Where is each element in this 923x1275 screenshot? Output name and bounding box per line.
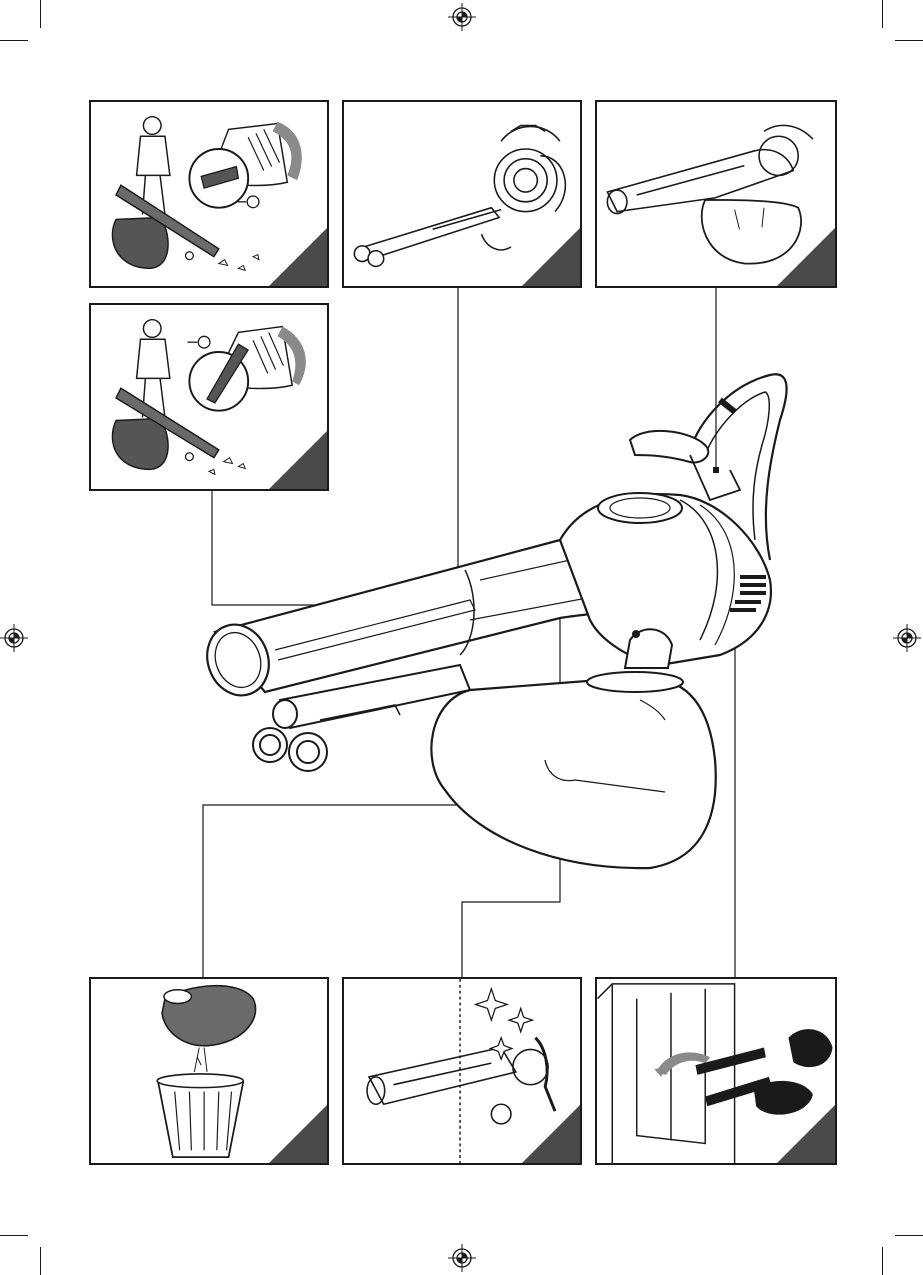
- panel-corner-marker: [269, 1105, 327, 1163]
- panel-corner-marker: [777, 1105, 835, 1163]
- panel-assembled-blower-bag: [595, 100, 837, 288]
- panel-corner-marker: [269, 228, 327, 286]
- panel-assembled-vacuum: [342, 100, 582, 288]
- panel-corner-marker: [269, 431, 327, 489]
- panel-clean-tube: [342, 977, 582, 1165]
- panel-collect-mode: [89, 100, 329, 288]
- panel-empty-bag: [89, 977, 329, 1165]
- panel-blow-mode: [89, 303, 329, 491]
- panel-corner-marker: [522, 228, 580, 286]
- panel-corner-marker: [522, 1105, 580, 1163]
- panel-corner-marker: [777, 228, 835, 286]
- panel-storage: [595, 977, 837, 1165]
